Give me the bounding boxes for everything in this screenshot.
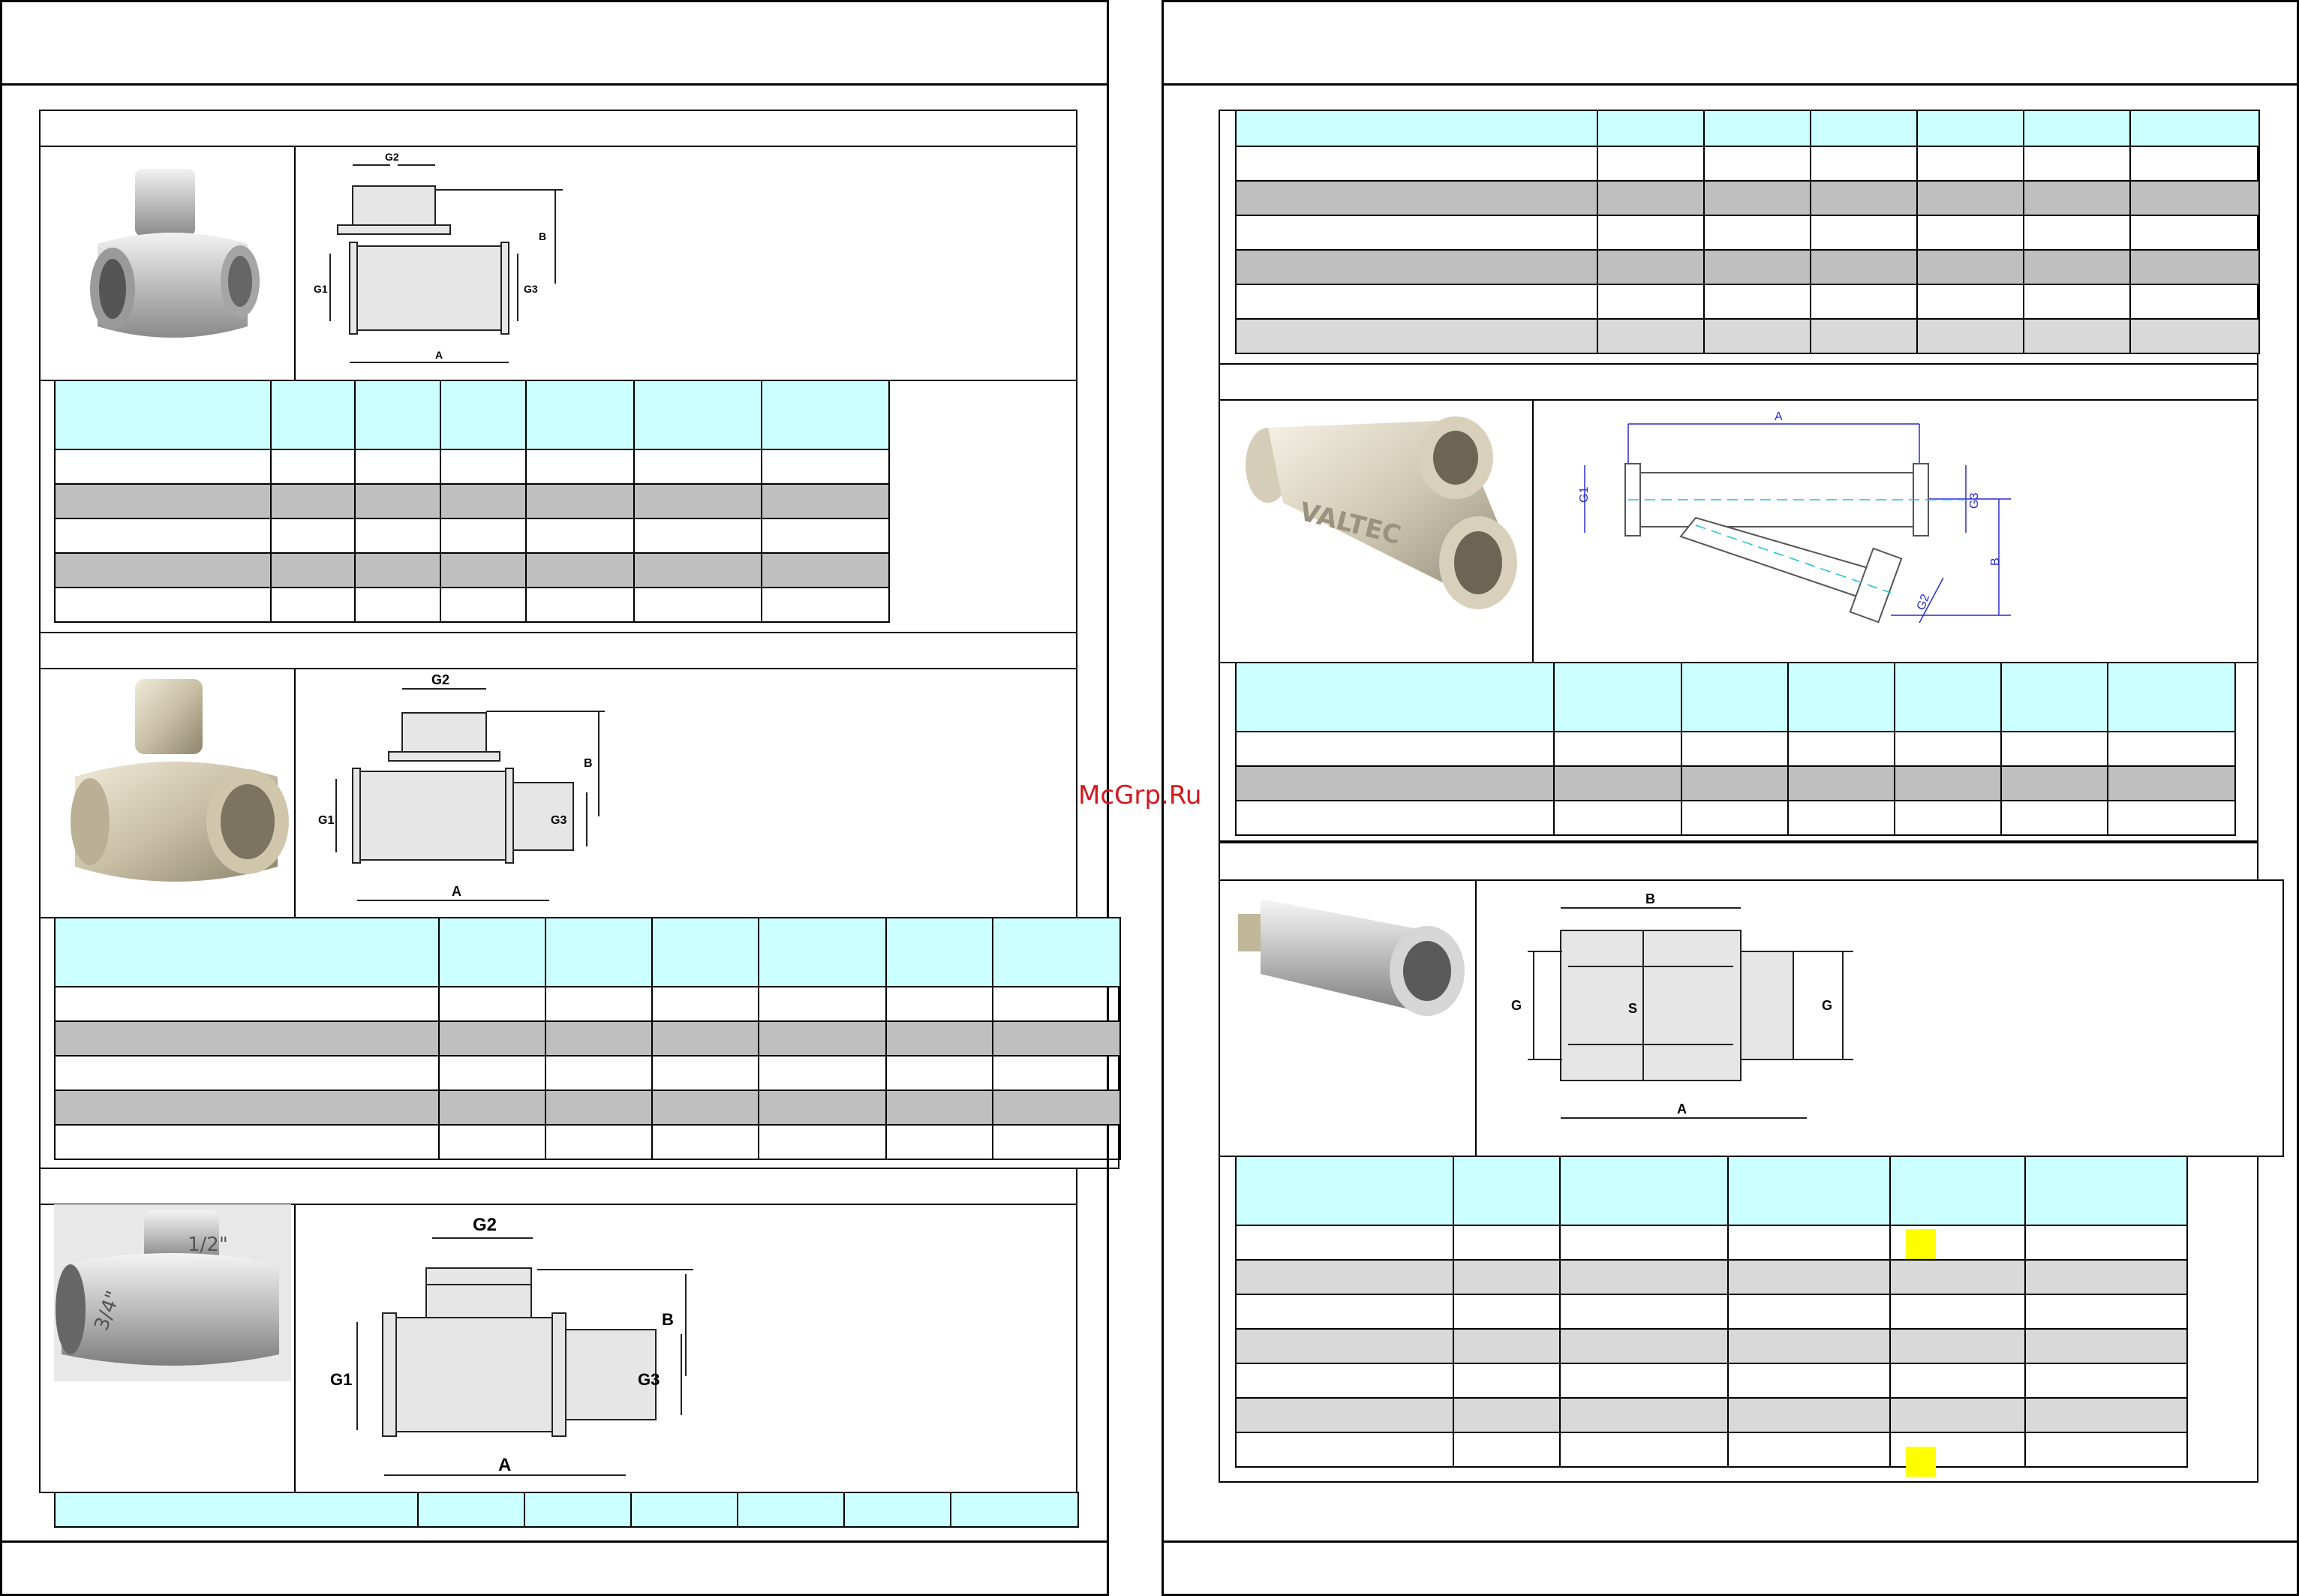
ext-title-bar bbox=[1219, 842, 2258, 881]
tee2-g3-label: G3 bbox=[551, 814, 566, 827]
tee1-g2-label: G2 bbox=[385, 151, 399, 163]
ext-a-label: A bbox=[1677, 1102, 1687, 1117]
tee2-a-label: A bbox=[452, 884, 461, 899]
ext-g-right-label: G bbox=[1822, 998, 1832, 1013]
ytee-g1-label: G1 bbox=[1578, 487, 1591, 503]
tee2-divider bbox=[294, 668, 296, 918]
tee1-title-bar bbox=[39, 110, 1077, 147]
tee3-spec-table bbox=[54, 1492, 1079, 1528]
tee2-g1-label: G1 bbox=[318, 814, 334, 827]
tee1-g1-label: G1 bbox=[314, 283, 328, 295]
footer-rule bbox=[2, 1540, 1107, 1543]
ytee-b-label: B bbox=[1989, 558, 2002, 566]
table-row bbox=[1235, 765, 2236, 801]
table-row bbox=[54, 1124, 1121, 1160]
tee2-spec-table bbox=[54, 917, 1121, 1160]
highlight-marker bbox=[1906, 1447, 1936, 1477]
table-row bbox=[54, 449, 890, 485]
ytee-g2-label: G2 bbox=[1915, 593, 1932, 612]
table-row bbox=[1235, 731, 2236, 767]
table-header-row bbox=[54, 1492, 1079, 1528]
highlight-marker bbox=[1906, 1229, 1936, 1259]
ext-divider bbox=[1475, 879, 1477, 1157]
tee1-b-label: B bbox=[539, 230, 546, 242]
ytee-divider bbox=[1532, 399, 1534, 663]
tee3-a-label: A bbox=[498, 1455, 511, 1475]
table-row bbox=[54, 986, 1121, 1022]
tee1-a-label: A bbox=[435, 349, 443, 361]
table-row bbox=[54, 518, 890, 554]
ytee-photo: VALTEC bbox=[1246, 416, 1517, 609]
table-row bbox=[54, 1020, 1121, 1056]
tee2-photo bbox=[71, 679, 289, 882]
table-row bbox=[1235, 1328, 2188, 1364]
tee3-g2-label: G2 bbox=[473, 1215, 497, 1235]
tee3-divider bbox=[294, 1204, 296, 1493]
ytee-spec-table bbox=[1235, 662, 2236, 836]
table-row bbox=[1235, 1397, 2188, 1433]
tee3-g3-label: G3 bbox=[638, 1370, 660, 1389]
header-rule bbox=[1164, 83, 2297, 86]
table-row bbox=[54, 483, 890, 519]
ytee-a-label: A bbox=[1775, 410, 1783, 423]
table-row bbox=[54, 552, 890, 588]
tee2-title-bar bbox=[39, 632, 1077, 669]
ext-photo bbox=[1238, 899, 1465, 1016]
tee1-divider bbox=[294, 146, 296, 381]
tee3-title-bar bbox=[39, 1168, 1077, 1205]
table-row bbox=[1235, 1363, 2188, 1399]
table-header-row bbox=[1235, 662, 2236, 732]
table-row bbox=[1235, 1259, 2188, 1295]
tee1-photo bbox=[90, 169, 260, 338]
ext-g-left-label: G bbox=[1511, 998, 1522, 1013]
tee2-g2-label: G2 bbox=[431, 672, 449, 687]
tee2-diagram: G2 G1 G3 B A bbox=[318, 672, 605, 901]
table-row bbox=[54, 1090, 1121, 1126]
table-row bbox=[1235, 1225, 2188, 1261]
tee1-diagram: G2 G1 G3 B A bbox=[314, 151, 563, 363]
ytee-title-bar bbox=[1219, 363, 2258, 401]
table-row bbox=[1235, 249, 2260, 285]
table-header-row bbox=[1235, 110, 2260, 147]
tee3-size-top: 1/2" bbox=[188, 1234, 228, 1256]
footer-rule bbox=[1164, 1540, 2297, 1543]
table-row bbox=[1235, 215, 2260, 251]
watermark: McGrp.Ru bbox=[1078, 780, 1202, 810]
tee1-g3-label: G3 bbox=[524, 283, 538, 295]
tee3-b-label: B bbox=[662, 1310, 674, 1329]
table-row bbox=[1235, 180, 2260, 216]
tee3-g1-label: G1 bbox=[330, 1370, 352, 1389]
table-row bbox=[1235, 318, 2260, 354]
ext-spec-table bbox=[1235, 1156, 2188, 1468]
ytee-diagram: A G1 G3 B G2 bbox=[1578, 410, 2011, 624]
ext-s-label: S bbox=[1628, 1001, 1637, 1016]
header-rule bbox=[2, 83, 1107, 86]
table-row bbox=[1235, 1294, 2188, 1330]
table-header-row bbox=[1235, 1156, 2188, 1226]
ext-diagram: B G S G A bbox=[1511, 891, 1853, 1119]
tee3-photo: 1/2" 3/4" bbox=[54, 1204, 291, 1381]
right-top-spec-table bbox=[1235, 110, 2260, 354]
ext-b-label: B bbox=[1645, 891, 1655, 906]
table-row bbox=[1235, 284, 2260, 320]
ytee-g3-label: G3 bbox=[1968, 493, 1981, 509]
table-row bbox=[1235, 800, 2236, 836]
table-row bbox=[54, 1055, 1121, 1091]
tee2-b-label: B bbox=[584, 757, 593, 770]
table-header-row bbox=[54, 380, 890, 450]
table-row bbox=[1235, 1432, 2188, 1468]
tee1-spec-table bbox=[54, 380, 890, 623]
tee3-diagram: G2 G1 G3 B A bbox=[330, 1215, 693, 1476]
table-row bbox=[54, 587, 890, 623]
table-row bbox=[1235, 146, 2260, 182]
table-header-row bbox=[54, 917, 1121, 987]
